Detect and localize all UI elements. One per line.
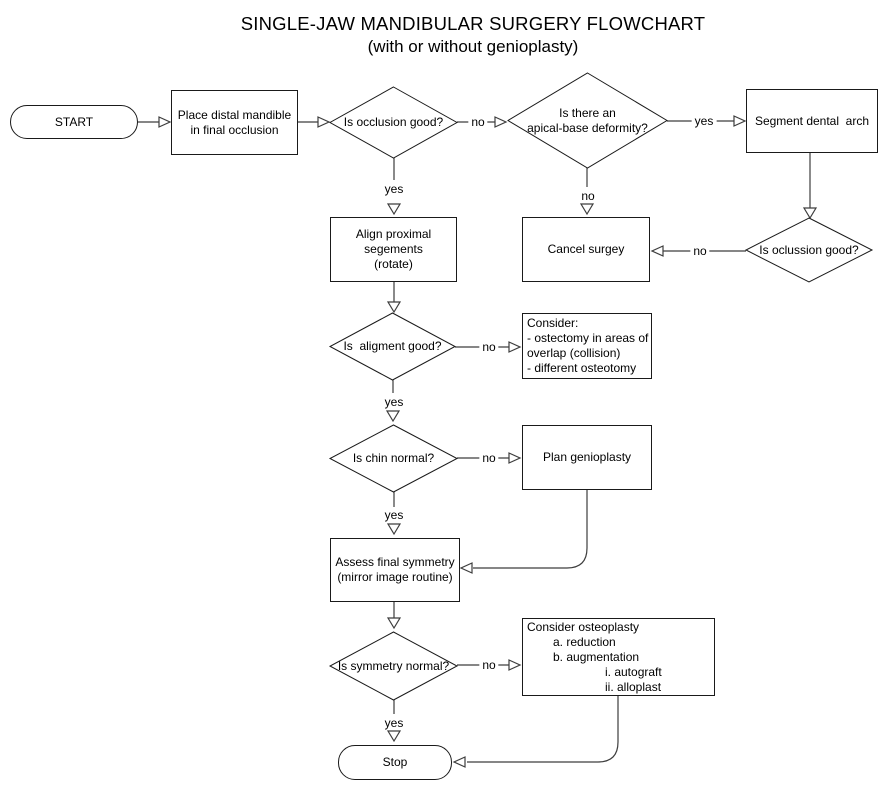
diamond-shape bbox=[330, 87, 457, 158]
process-label: Place distal mandible in final occlusion bbox=[177, 107, 292, 137]
edge-label-no: no bbox=[479, 340, 499, 354]
arrowhead bbox=[317, 116, 331, 128]
decision-label: Is aligment good? bbox=[343, 339, 442, 353]
arrowhead bbox=[158, 116, 172, 128]
arrowhead bbox=[386, 203, 402, 216]
decision-alignment-good: Is aligment good? bbox=[330, 313, 455, 380]
title-block: SINGLE-JAW MANDIBULAR SURGERY FLOWCHART … bbox=[62, 13, 884, 57]
process-assess-final-symmetry: Assess final symmetry (mirror image rout… bbox=[330, 538, 460, 602]
arrowhead bbox=[386, 730, 402, 743]
arrowhead bbox=[452, 756, 466, 768]
edge-label-no: no bbox=[468, 115, 488, 129]
decision-label: Is occlusion good? bbox=[343, 115, 444, 129]
note-subitem: i. autograft bbox=[605, 664, 662, 679]
arrowhead bbox=[508, 341, 522, 353]
edge-label-no: no bbox=[479, 451, 499, 465]
arrowhead bbox=[459, 562, 473, 574]
note-title: Consider osteoplasty bbox=[527, 619, 640, 634]
edge-label-yes: yes bbox=[381, 395, 407, 409]
diamond-shape bbox=[330, 313, 455, 380]
decision-oclussion-good: Is oclussion good? bbox=[746, 218, 872, 282]
terminal-start-label: START bbox=[54, 114, 94, 129]
process-label: Assess final symmetry (mirror image rout… bbox=[335, 555, 455, 584]
note-item: b. augmentation bbox=[553, 649, 640, 664]
note-consider-ostectomy: Consider: - ostectomy in areas of overla… bbox=[522, 313, 652, 379]
arrowhead bbox=[386, 301, 402, 314]
process-cancel-surgery: Cancel surgey bbox=[522, 217, 650, 282]
note-label: Consider: - ostectomy in areas of overla… bbox=[527, 316, 649, 375]
process-label: Segment dental arch bbox=[754, 113, 870, 128]
decision-label: Is there an apical-base deformity? bbox=[527, 105, 648, 135]
decision-label: Is oclussion good? bbox=[759, 242, 859, 257]
arrowhead bbox=[733, 115, 747, 127]
arrowhead bbox=[385, 410, 401, 423]
edge-label-no: no bbox=[578, 189, 598, 203]
decision-apical-base-deformity: Is there an apical-base deformity? bbox=[508, 73, 667, 168]
edge-label-yes: yes bbox=[381, 716, 407, 730]
edge-label-yes: yes bbox=[691, 114, 717, 128]
diamond-shape bbox=[330, 632, 457, 700]
note-subitem: ii. alloplast bbox=[605, 679, 662, 694]
edge-label-no: no bbox=[479, 658, 499, 672]
decision-label: Is chin normal? bbox=[352, 451, 435, 465]
arrowhead bbox=[508, 659, 522, 671]
diamond-shape bbox=[508, 73, 667, 168]
process-place-distal-mandible: Place distal mandible in final occlusion bbox=[171, 90, 298, 155]
process-label: Cancel surgey bbox=[547, 242, 625, 256]
decision-label: Is symmetry normal? bbox=[337, 658, 450, 673]
process-align-proximal-segments: Align proximal segements (rotate) bbox=[330, 217, 457, 282]
note-item: a. reduction bbox=[553, 634, 616, 649]
edge-osteoplasty-stop bbox=[467, 696, 619, 763]
process-segment-dental-arch: Segment dental arch bbox=[746, 89, 878, 153]
process-plan-genioplasty: Plan genioplasty bbox=[522, 425, 652, 490]
diamond-shape bbox=[330, 425, 457, 492]
arrowhead bbox=[386, 617, 402, 630]
edge-label-yes: yes bbox=[381, 182, 407, 196]
arrowhead bbox=[579, 203, 595, 216]
arrowhead bbox=[802, 207, 818, 220]
decision-chin-normal: Is chin normal? bbox=[330, 425, 457, 492]
arrowhead bbox=[650, 245, 664, 257]
terminal-start: START bbox=[10, 105, 138, 139]
terminal-stop: Stop bbox=[338, 745, 452, 780]
flowchart-title: SINGLE-JAW MANDIBULAR SURGERY FLOWCHART bbox=[240, 13, 706, 34]
process-label: Align proximal segements (rotate) bbox=[355, 227, 432, 271]
diamond-shape bbox=[746, 218, 872, 282]
flowchart-subtitle: (with or without genioplasty) bbox=[367, 37, 579, 56]
edge-label-no: no bbox=[690, 244, 710, 258]
decision-occlusion-good: Is occlusion good? bbox=[330, 87, 457, 158]
terminal-stop-label: Stop bbox=[382, 755, 408, 769]
process-label: Plan genioplasty bbox=[542, 450, 632, 464]
arrowhead bbox=[494, 116, 508, 128]
decision-symmetry-normal: Is symmetry normal? bbox=[330, 632, 457, 700]
edge-plan-assess bbox=[473, 490, 588, 569]
edge-label-yes: yes bbox=[381, 508, 407, 522]
arrowhead bbox=[508, 452, 522, 464]
note-consider-osteoplasty: Consider osteoplasty a. reduction b. aug… bbox=[522, 618, 715, 696]
arrowhead bbox=[386, 523, 402, 536]
